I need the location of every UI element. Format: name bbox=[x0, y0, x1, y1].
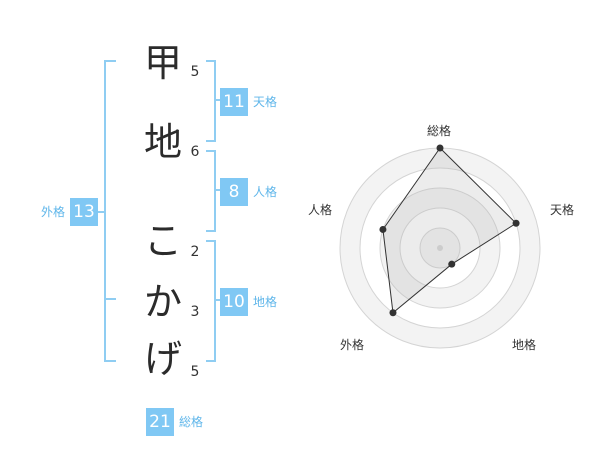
soukaku-value: 21 bbox=[146, 408, 174, 436]
tenkaku-value: 11 bbox=[220, 88, 248, 116]
tenkaku-bracket bbox=[206, 60, 216, 142]
name-char-2: 地 bbox=[143, 120, 182, 164]
soukaku-label: 総格 bbox=[179, 415, 204, 429]
stroke-count-2: 6 bbox=[190, 144, 200, 160]
chikaku-bracket bbox=[206, 240, 216, 362]
tenkaku-label: 天格 bbox=[253, 95, 278, 109]
radar-point-0 bbox=[436, 144, 444, 152]
jinkaku-tick bbox=[214, 189, 220, 191]
jinkaku-label: 人格 bbox=[253, 185, 278, 199]
stroke-count-1: 5 bbox=[190, 64, 200, 80]
radar-axis-label-soukaku: 総格 bbox=[427, 124, 452, 138]
gaikaku-bracket bbox=[104, 60, 116, 362]
jinkaku-bracket bbox=[206, 150, 216, 232]
radar-axis-label-chikaku: 地格 bbox=[512, 338, 537, 352]
stroke-count-4: 3 bbox=[190, 304, 200, 320]
jinkaku-value: 8 bbox=[220, 178, 248, 206]
gaikaku-tick bbox=[98, 211, 104, 213]
stroke-count-3: 2 bbox=[190, 244, 200, 260]
radar-point-4 bbox=[379, 225, 387, 233]
tenkaku-tick bbox=[214, 99, 220, 101]
radar-series-area bbox=[382, 147, 517, 314]
radar-point-3 bbox=[389, 309, 397, 317]
stroke-count-5: 5 bbox=[190, 364, 200, 380]
name-char-1: 甲 bbox=[143, 41, 182, 85]
radar-axis-label-jinkaku: 人格 bbox=[308, 203, 333, 217]
name-char-3: こ bbox=[143, 219, 182, 263]
radar-point-2 bbox=[448, 260, 456, 268]
chikaku-value: 10 bbox=[220, 288, 248, 316]
radar-axis-label-tenkaku: 天格 bbox=[550, 203, 575, 217]
gaikaku-inner-tick bbox=[104, 298, 116, 300]
radar-center bbox=[437, 245, 443, 251]
chikaku-label: 地格 bbox=[253, 295, 278, 309]
name-char-4: か bbox=[143, 280, 182, 324]
radar-axis-label-gaikaku: 外格 bbox=[340, 338, 365, 352]
chikaku-tick bbox=[214, 299, 220, 301]
name-char-5: げ bbox=[143, 337, 182, 381]
gaikaku-label: 外格 bbox=[41, 205, 66, 219]
gaikaku-value: 13 bbox=[70, 198, 98, 226]
radar-point-1 bbox=[512, 219, 520, 227]
